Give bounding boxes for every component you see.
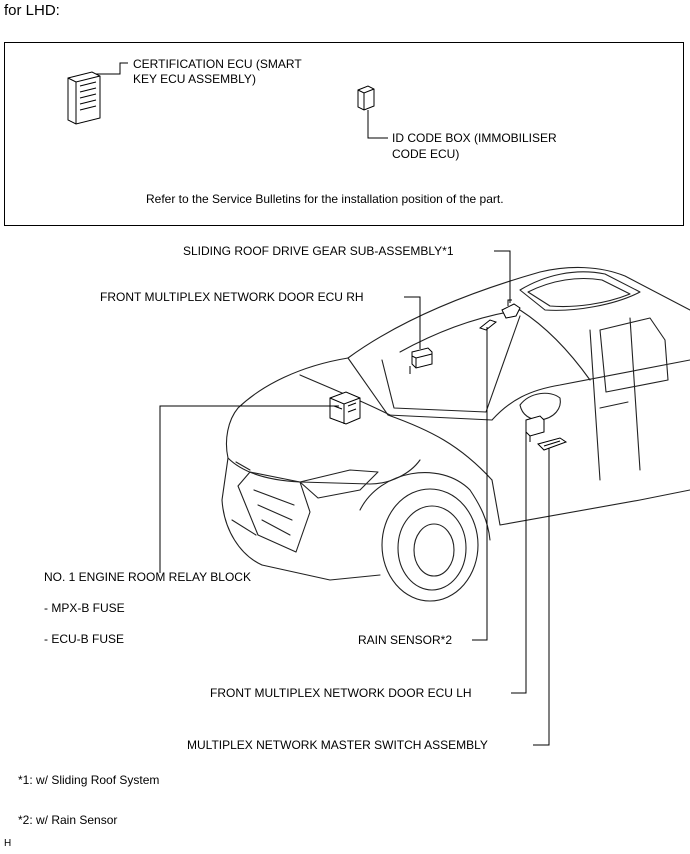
sliding-roof-gear-icon bbox=[501, 299, 521, 319]
door-ecu-rh-label: FRONT MULTIPLEX NETWORK DOOR ECU RH bbox=[100, 290, 364, 304]
door-ecu-lh-leader bbox=[511, 432, 527, 694]
certification-ecu-label-line2: KEY ECU ASSEMBLY) bbox=[133, 72, 256, 86]
certification-ecu-leader bbox=[96, 62, 128, 75]
door-ecu-rh-icon bbox=[409, 347, 433, 374]
id-code-box-icon bbox=[357, 85, 375, 111]
rain-sensor-leader bbox=[472, 327, 488, 641]
figure-code: H bbox=[4, 838, 12, 849]
certification-ecu-label-line1: CERTIFICATION ECU (SMART bbox=[133, 57, 302, 71]
master-switch-label: MULTIPLEX NETWORK MASTER SWITCH ASSEMBLY bbox=[187, 738, 488, 752]
service-bulletin-note: Refer to the Service Bulletins for the i… bbox=[146, 192, 504, 206]
door-ecu-lh-icon bbox=[525, 415, 545, 442]
master-switch-leader bbox=[533, 448, 550, 746]
master-switch-icon bbox=[537, 437, 568, 451]
mpx-fuse-label: - MPX-B FUSE bbox=[44, 601, 125, 615]
reference-box bbox=[4, 42, 684, 226]
page-title: for LHD: bbox=[4, 2, 60, 19]
footnote-1: *1: w/ Sliding Roof System bbox=[18, 773, 160, 787]
car-illustration bbox=[221, 266, 690, 602]
id-code-box-label-line1: ID CODE BOX (IMMOBILISER bbox=[392, 131, 557, 145]
rain-sensor-icon bbox=[478, 319, 498, 331]
id-code-box-label-line2: CODE ECU) bbox=[392, 147, 460, 161]
footnote-2: *2: w/ Rain Sensor bbox=[18, 813, 118, 827]
ecu-fuse-label: - ECU-B FUSE bbox=[44, 632, 125, 646]
relay-block-leader bbox=[159, 405, 339, 573]
sliding-roof-leader bbox=[494, 250, 511, 303]
sliding-roof-label: SLIDING ROOF DRIVE GEAR SUB-ASSEMBLY*1 bbox=[183, 244, 454, 258]
id-code-box-leader bbox=[367, 110, 388, 139]
relay-block-icon bbox=[329, 391, 361, 425]
rain-sensor-label: RAIN SENSOR*2 bbox=[358, 633, 453, 647]
relay-block-label: NO. 1 ENGINE ROOM RELAY BLOCK bbox=[44, 570, 251, 584]
door-ecu-lh-label: FRONT MULTIPLEX NETWORK DOOR ECU LH bbox=[210, 686, 472, 700]
certification-ecu-icon bbox=[67, 71, 101, 125]
door-ecu-rh-leader bbox=[404, 296, 421, 349]
